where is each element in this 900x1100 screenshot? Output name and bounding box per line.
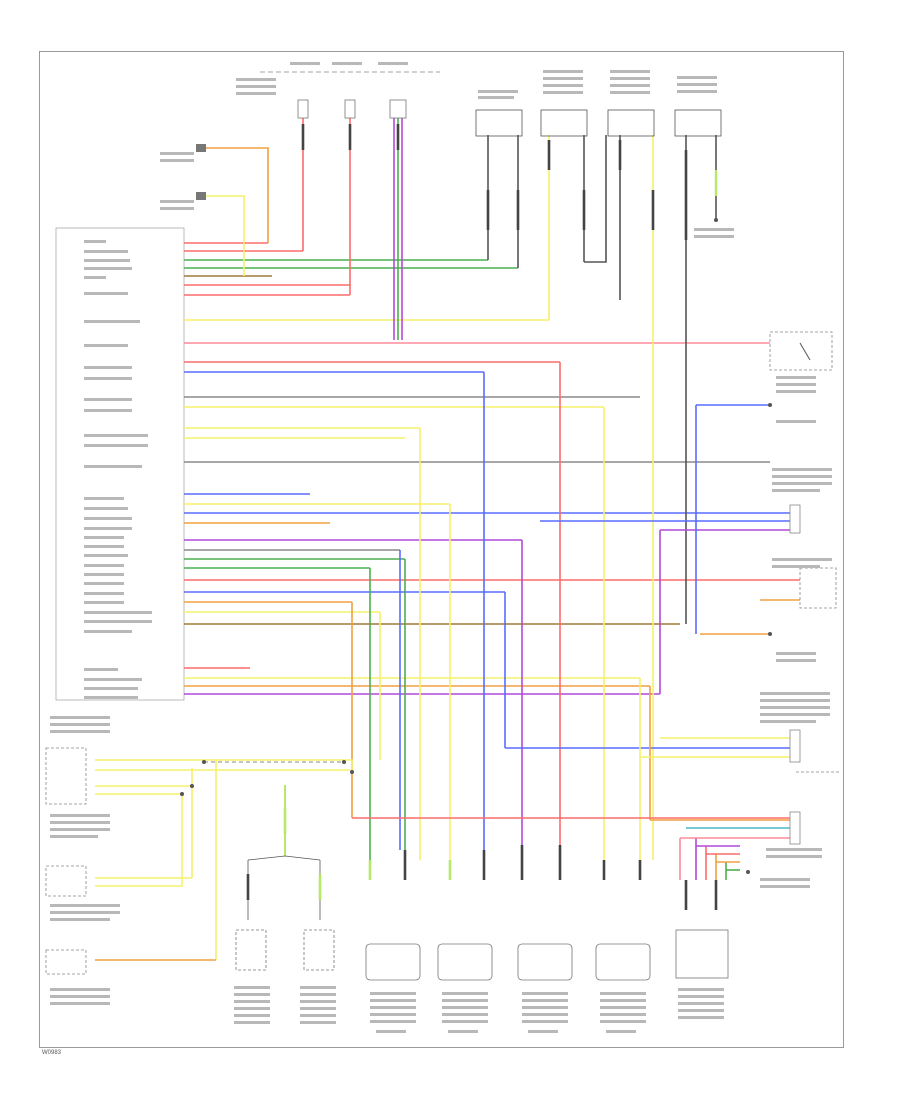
top-components [160,62,734,238]
diagram-border [39,51,844,1048]
left-bottom-components [45,716,354,1005]
junction-box-3 [45,949,87,975]
lr-speed-sensor-box [674,109,722,137]
rr-yaw-sensor-connector [789,729,801,763]
sensor-bracket-2 [303,929,335,971]
control-module-outline [55,227,185,701]
right-components [746,331,840,888]
fuse-1-icon [297,99,309,119]
bottom-wires [95,520,800,961]
yaw-rate-sensor-icon [675,929,729,979]
lr-park-brake-switch [799,567,837,609]
bottom-sensors [235,855,729,981]
vertical-wires [191,118,790,960]
bottom-wire-stubs [246,124,718,910]
right-front-sensor-icon [196,192,206,200]
rr-wheel-speed-sensor-icon [365,943,421,981]
brake-fluid-switch-icon [769,331,833,371]
fuse-2-icon [344,99,356,119]
bottom-label-strips [234,986,724,1033]
rf-speed-sensor-box [607,109,655,137]
lr-wheel-speed-sensor-icon [437,943,493,981]
sensor-bracket-1 [235,929,267,971]
module-wires [184,242,790,695]
right-bottom-connector [789,811,801,845]
pin-label-strips [84,240,152,699]
lf-speed-sensor-box [540,109,588,137]
diagram-code: W0983 [42,1050,62,1056]
rf-speed-sensor-connector [789,504,801,534]
rf-wheel-speed-sensor-icon [595,943,651,981]
left-front-sensor-icon [196,144,206,152]
fuse-3-icon [389,99,407,119]
brake-switch-icon [475,109,523,137]
junction-box-2 [45,865,87,897]
lf-wheel-speed-sensor-icon [517,943,573,981]
junction-box-1 [45,747,87,805]
